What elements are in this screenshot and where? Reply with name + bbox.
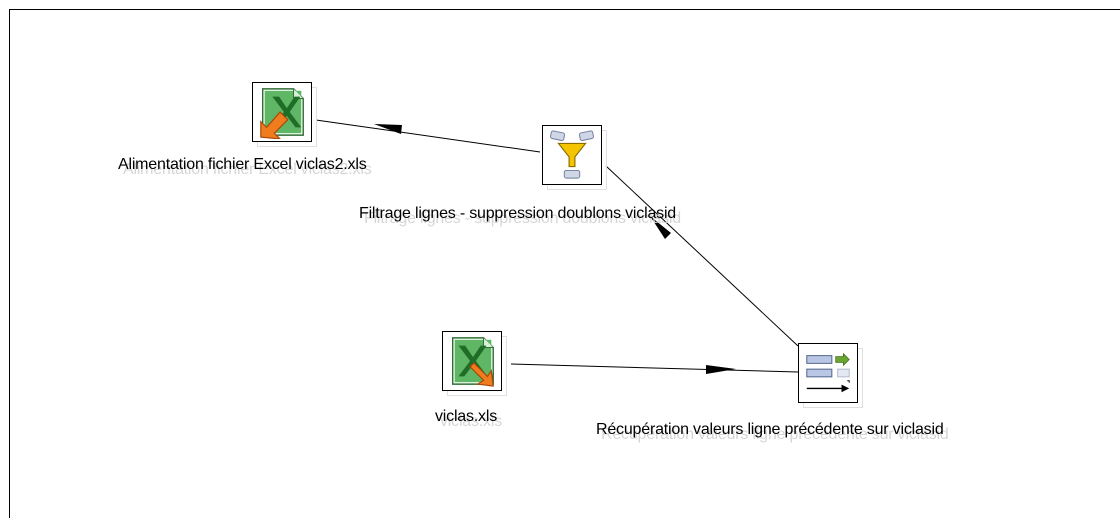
prev-row-label-shadow: Récupération valeurs ligne précédente su… <box>601 426 949 443</box>
node-filter-rows[interactable] <box>542 125 602 185</box>
filter-icon <box>545 128 599 182</box>
link-input-to-prevrow[interactable] <box>510 363 799 373</box>
link-input-to-prevrow-arrowhead <box>706 365 736 374</box>
node-prev-row-label: Récupération valeurs ligne précédente su… <box>596 421 949 443</box>
excel-output-label-text: Alimentation fichier Excel viclas2.xls <box>118 156 367 173</box>
filter-label-text: Filtrage lignes - suppression doublons v… <box>359 205 676 222</box>
link-filter-to-output[interactable] <box>315 119 541 153</box>
node-excel-output-label: Alimentation fichier Excel viclas2.xls A… <box>118 156 372 178</box>
excel-output-label-shadow: Alimentation fichier Excel viclas2.xls <box>123 161 372 178</box>
node-filter-rows-label: Filtrage lignes - suppression doublons v… <box>359 205 681 227</box>
excel-input-label-text: viclas.xls <box>435 408 498 425</box>
excel-output-icon <box>255 85 309 139</box>
node-prev-row[interactable] <box>798 343 858 403</box>
prev-row-label-text: Récupération valeurs ligne précédente su… <box>596 421 944 438</box>
link-prevrow-to-filter[interactable] <box>605 165 799 347</box>
link-prevrow-to-filter-arrowhead <box>650 216 671 239</box>
node-excel-output[interactable] <box>252 82 312 142</box>
map-row-icon <box>801 346 855 400</box>
excel-input-label-shadow: viclas.xls <box>440 413 503 430</box>
links-layer <box>315 119 799 374</box>
filter-label-shadow: Filtrage lignes - suppression doublons v… <box>364 210 681 227</box>
node-excel-input-label: viclas.xls viclas.xls <box>435 408 502 430</box>
diagram-canvas[interactable]: Alimentation fichier Excel viclas2.xls A… <box>9 9 1120 518</box>
excel-input-icon <box>445 334 499 388</box>
node-excel-input[interactable] <box>442 331 502 391</box>
link-filter-to-output-arrowhead <box>374 124 402 134</box>
